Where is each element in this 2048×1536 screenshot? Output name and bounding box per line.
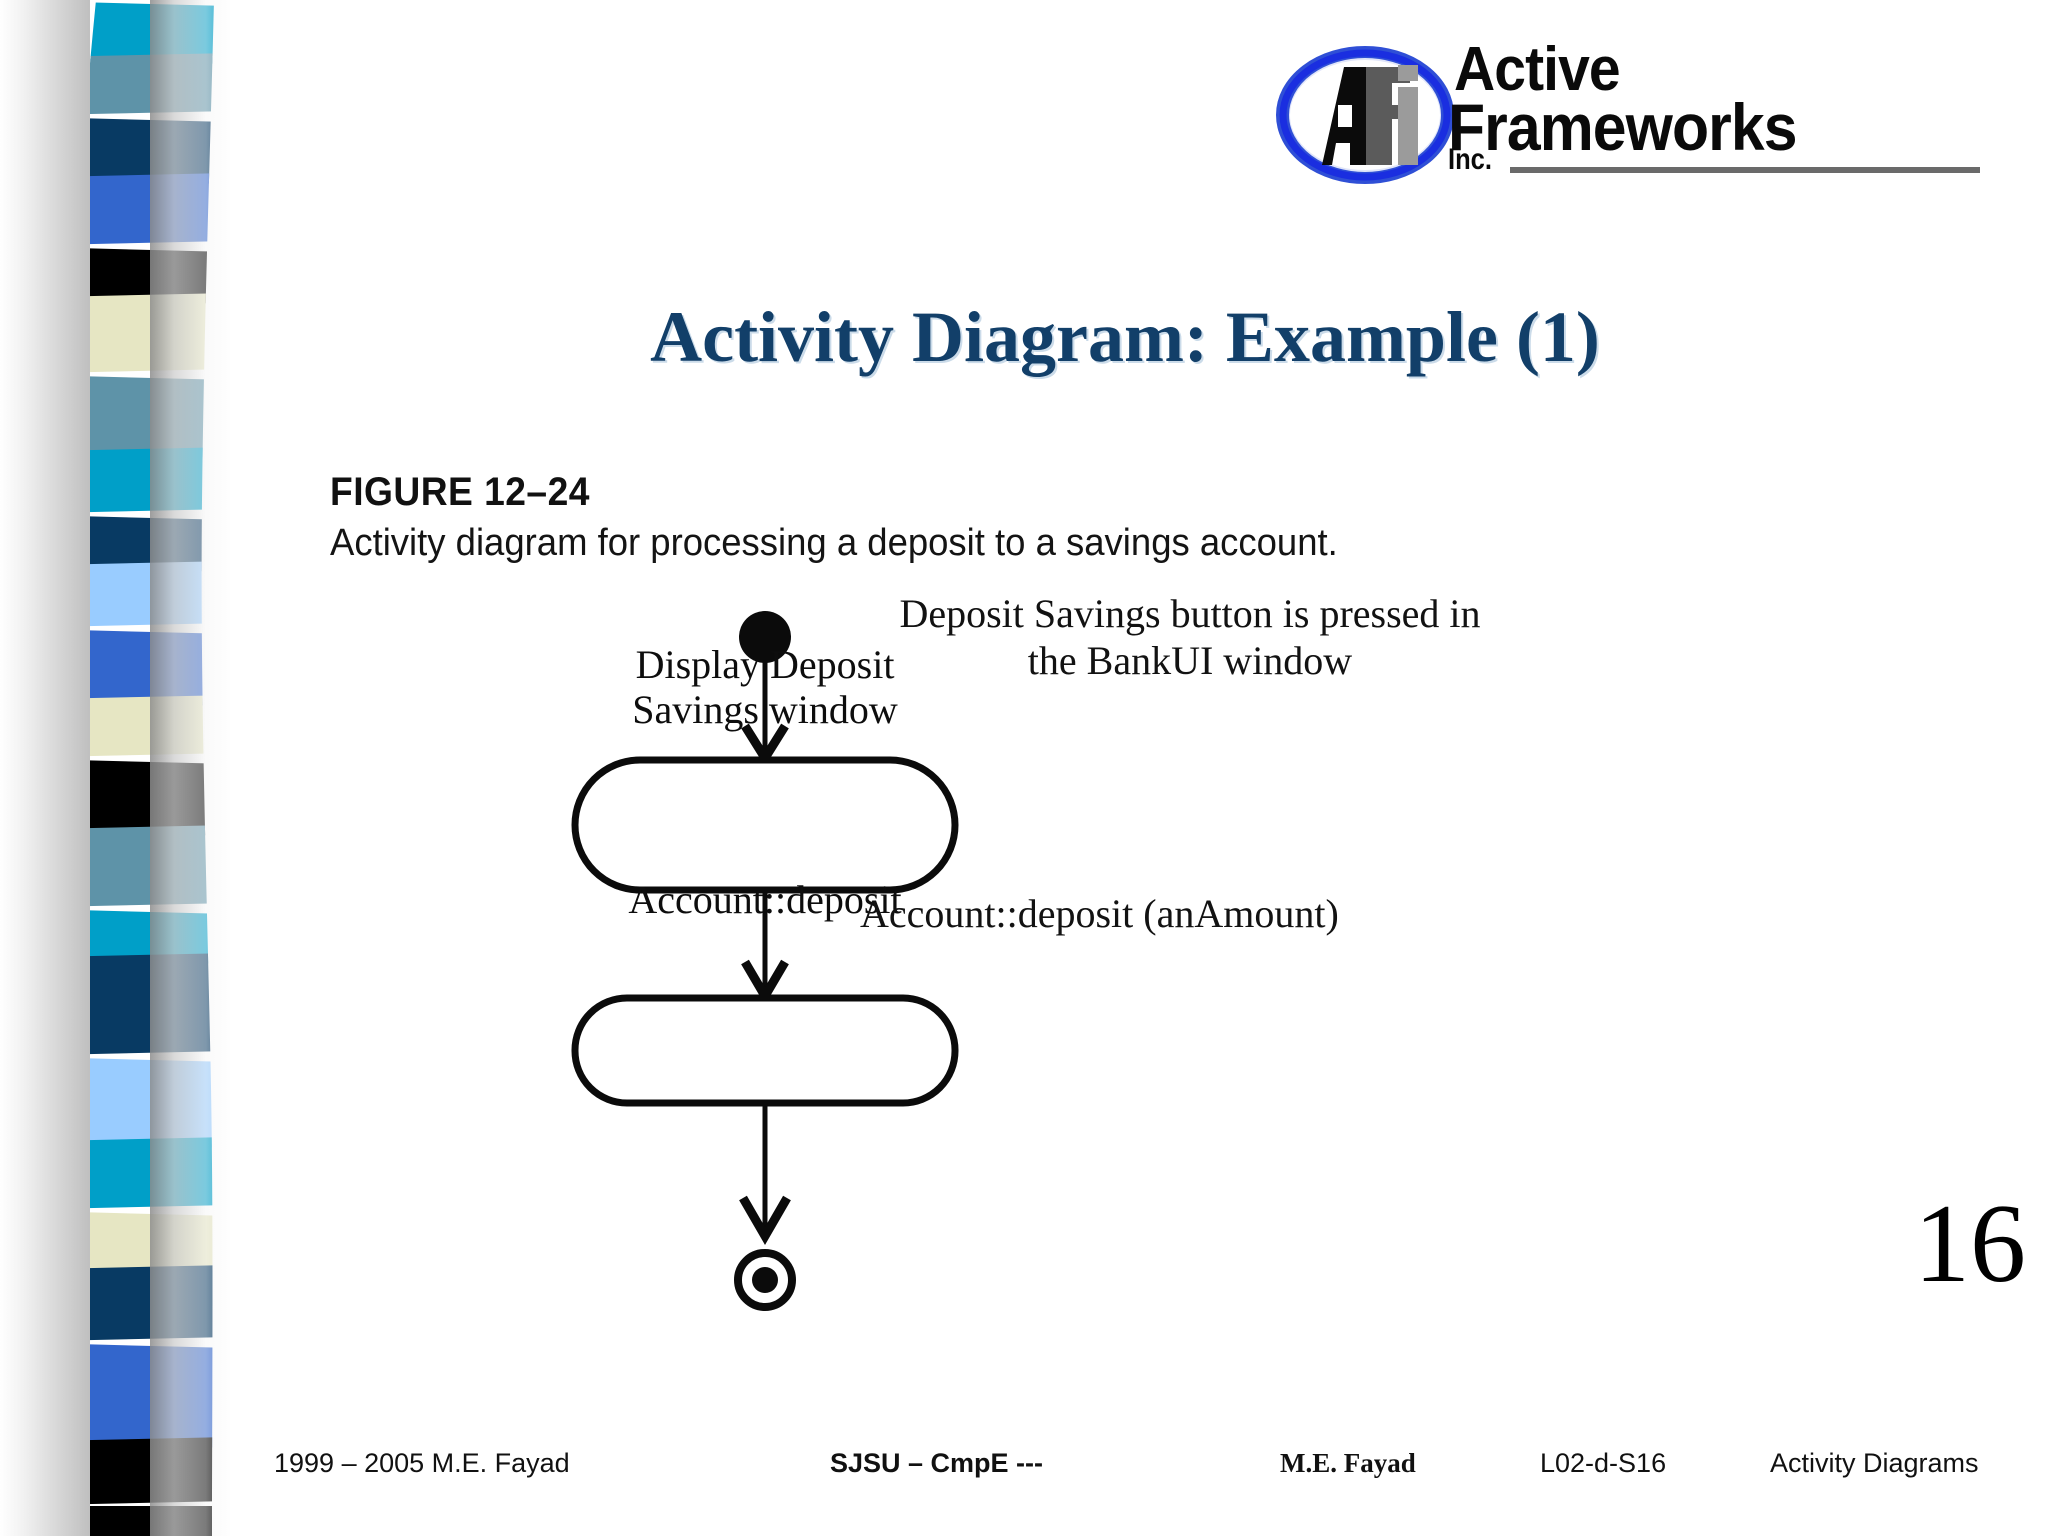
sidebar-stripe [54, 1056, 214, 1148]
sidebar-stripe [54, 173, 214, 246]
sidebar-stripe [54, 695, 214, 758]
annotation-deposit-signature: Account::deposit (anAmount) [860, 890, 1560, 937]
sidebar-stripe [54, 1137, 214, 1210]
sidebar-stripe [54, 53, 214, 116]
annotation-start-line1: Deposit Savings button is pressed in [899, 591, 1481, 636]
sidebar-stripe [54, 374, 214, 458]
activity-diagram: Display Deposit Savings window Account::… [300, 590, 1750, 1420]
page-number: 16 [1914, 1182, 2026, 1306]
sidebar-stripe [54, 628, 214, 706]
activity-node-account-deposit-label: Account::deposit [580, 877, 950, 923]
figure-label: FIGURE 12–24 [330, 470, 590, 514]
logo-wordmark: Active Frameworks Inc. [1448, 35, 2028, 185]
sidebar-stripe [54, 561, 214, 628]
activity-node-display-deposit-label: Display Deposit Savings window [580, 642, 950, 733]
logo-underline-rule [1510, 167, 1980, 173]
footer-course: SJSU – CmpE --- [830, 1448, 1044, 1478]
start-node-icon [739, 611, 791, 663]
node1-label-line2: Savings window [632, 686, 898, 732]
afi-ring-icon [1276, 46, 1454, 184]
footer-author: M.E. Fayad [1280, 1448, 1416, 1478]
sidebar-stripe [54, 1342, 214, 1448]
sidebar-stripe [54, 758, 214, 836]
sidebar-stripe [54, 1437, 214, 1506]
sidebar-stripe [54, 825, 214, 908]
active-frameworks-logo: Active Frameworks Inc. [1270, 35, 2030, 190]
sidebar-stripe [54, 293, 214, 374]
logo-frameworks-text: Frameworks [1448, 90, 1797, 164]
sidebar-stripe [54, 953, 214, 1056]
sidebar-stripe [54, 1265, 214, 1342]
activity-node-account-deposit [571, 994, 959, 1107]
annotation-start-line2: the BankUI window [1027, 638, 1353, 684]
node2-label-line1: Account::deposit [628, 877, 902, 922]
footer-topic: Activity Diagrams [1770, 1448, 1979, 1478]
arrowhead-deposit-to-end [739, 1195, 791, 1245]
annotation-deposit-line1: Account::deposit (anAmount) [860, 891, 1339, 936]
annotation-start-trigger: Deposit Savings button is pressed in the… [820, 590, 1560, 684]
activity-diagram-graphic [571, 611, 959, 1311]
footer-slide-code: L02-d-S16 [1540, 1448, 1667, 1478]
figure-caption: Activity diagram for processing a deposi… [330, 522, 1338, 564]
sidebar-stripe [54, 447, 214, 514]
page-title: Activity Diagram: Example (1) [650, 297, 1600, 377]
logo-inc-text: Inc. [1448, 143, 1492, 176]
decorative-sidebar [0, 0, 230, 1536]
end-node-inner-dot-icon [752, 1267, 778, 1293]
sidebar-stripe-band [54, 0, 214, 1536]
node1-label-line1: Display Deposit [635, 642, 895, 687]
footer-copyright: 1999 – 2005 M.E. Fayad [274, 1448, 570, 1478]
activity-node-display-deposit [571, 756, 959, 894]
slide-footer: 1999 – 2005 M.E. Fayad SJSU – CmpE --- M… [230, 1448, 2048, 1504]
sidebar-stripe [54, 1506, 214, 1536]
logo-active-text: Active [1454, 35, 1621, 104]
